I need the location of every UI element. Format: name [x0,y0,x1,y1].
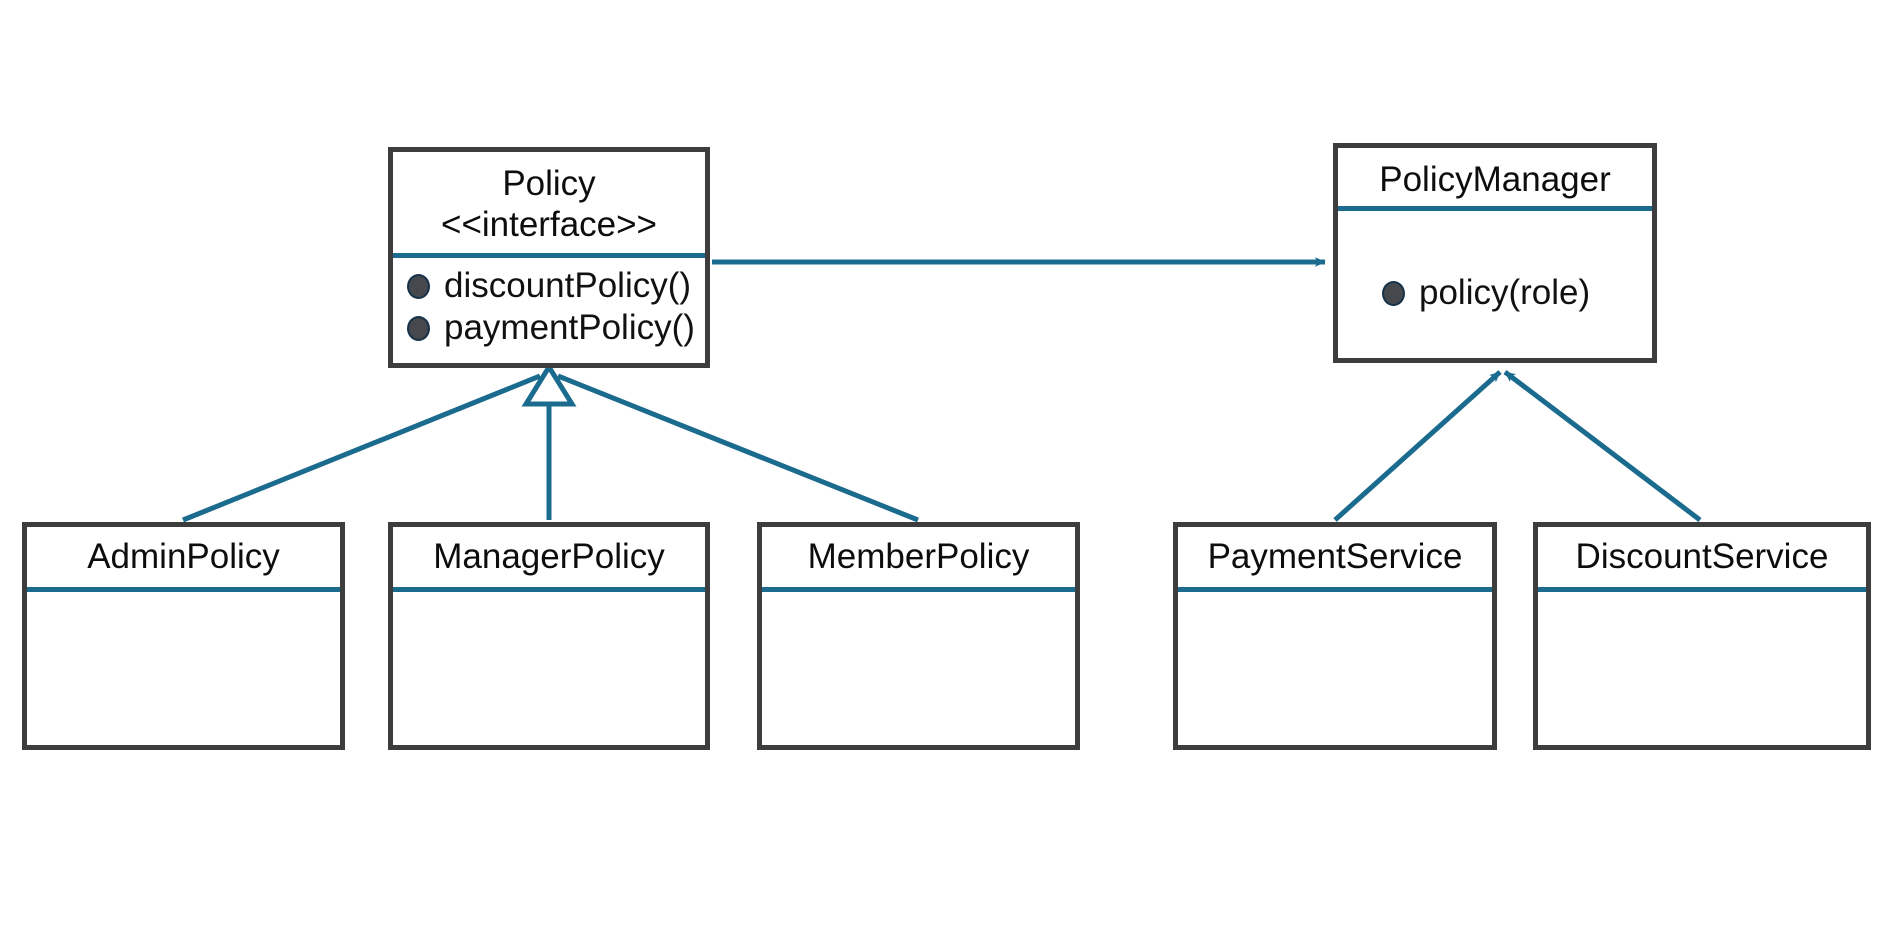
class-title-policy: Policy <<interface>> [393,152,705,253]
class-name-label: Policy [502,164,596,203]
member-label: discountPolicy() [444,266,692,306]
class-box-memberpolicy[interactable]: MemberPolicy [757,522,1080,750]
class-title-paymentservice: PaymentService [1178,527,1492,587]
compartment-divider [1538,587,1866,592]
class-box-discountservice[interactable]: DiscountService [1533,522,1871,750]
member-row[interactable]: policy(role) [1382,273,1652,313]
member-row[interactable]: discountPolicy() [407,266,705,306]
class-title-memberpolicy: MemberPolicy [762,527,1075,587]
class-title-discountservice: DiscountService [1538,527,1866,587]
class-name-label: PaymentService [1207,536,1463,576]
class-title-adminpolicy: AdminPolicy [27,527,340,587]
edge-adminpolicy-to-policy [182,373,541,523]
class-stereotype-label: <<interface>> [441,204,657,244]
class-title-policymanager: PolicyManager [1338,148,1652,206]
members-compartment-policymanager: policy(role) [1338,211,1652,313]
class-name-label: MemberPolicy [807,536,1030,576]
edge-discountservice-to-policymanager [1503,370,1702,522]
class-name-label: PolicyManager [1379,159,1611,199]
class-name-label: ManagerPolicy [433,536,665,576]
members-compartment-policy: discountPolicy() paymentPolicy() [393,258,705,350]
class-name-label: AdminPolicy [87,536,280,576]
edge-memberpolicy-to-policy [557,373,919,523]
member-row[interactable]: paymentPolicy() [407,308,705,348]
class-box-adminpolicy[interactable]: AdminPolicy [22,522,345,750]
class-name-label: DiscountService [1575,536,1829,576]
class-box-policy[interactable]: Policy <<interface>> discountPolicy() pa… [388,147,710,368]
member-label: policy(role) [1419,273,1591,312]
compartment-divider [1178,587,1492,592]
compartment-divider [27,587,340,592]
class-title-managerpolicy: ManagerPolicy [393,527,705,587]
generalization-arrowhead-policy [521,362,577,407]
public-member-bullet-icon [1382,280,1405,306]
compartment-divider [393,587,705,592]
class-box-paymentservice[interactable]: PaymentService [1173,522,1497,750]
public-member-bullet-icon [407,273,430,299]
public-member-bullet-icon [407,315,430,341]
compartment-divider [393,253,705,259]
class-box-policymanager[interactable]: PolicyManager policy(role) [1333,143,1657,363]
edge-paymentservice-to-policymanager [1333,370,1502,522]
member-label: paymentPolicy() [444,308,695,348]
compartment-divider [1338,206,1652,211]
compartment-divider [762,587,1075,592]
class-box-managerpolicy[interactable]: ManagerPolicy [388,522,710,750]
